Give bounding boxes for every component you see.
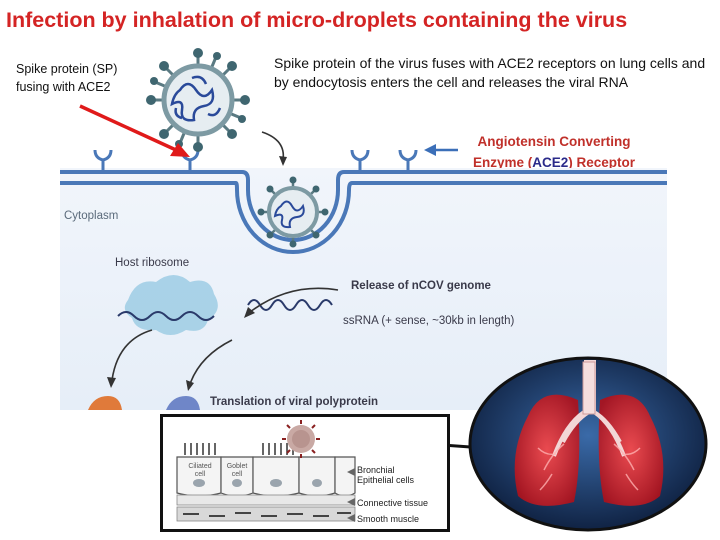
fusion-description: Spike protein of the virus fuses with AC… (274, 55, 706, 90)
tissue-inset: Ciliated cell Goblet cell Bronchial Epit… (160, 414, 450, 532)
bronchial-label-line-2: Epithelial cells (357, 475, 415, 485)
ciliated-cell-label: Ciliated cell (185, 463, 215, 479)
cytoplasm-label: Cytoplasm (64, 210, 119, 222)
entry-arrow (261, 131, 285, 161)
endocytosed-virus-icon (257, 176, 329, 248)
ace2-receptor-label: Angiotensin Converting Enzyme (ACE2) Rec… (456, 131, 652, 173)
ace2-label-acronym: ACE2 (532, 155, 569, 170)
host-ribosome-label: Host ribosome (115, 257, 190, 269)
diagram-title: Infection by inhalation of micro-droplet… (6, 8, 628, 32)
cell-membrane-inner (60, 181, 667, 254)
translation-arrow (111, 329, 153, 381)
epithelium-illustration (176, 420, 356, 522)
connective-tissue-label: Connective tissue (357, 498, 429, 508)
lungs-illustration (468, 356, 708, 532)
polyprotein-fragment-blue (166, 396, 200, 410)
ace2-label-line-1: Angiotensin Converting (477, 134, 631, 149)
polyprotein-fragment-orange (88, 396, 122, 410)
virus-on-epithelium-icon (282, 420, 320, 458)
ace2-label-prefix: Enzyme ( (472, 155, 533, 170)
release-arrow (249, 287, 339, 313)
goblet-label-line-1: Goblet (226, 463, 248, 470)
right-lung-icon (598, 394, 664, 506)
genome-release-label: Release of nCOV genome (351, 280, 491, 292)
ciliated-label-line-1: Ciliated (188, 463, 212, 470)
left-lung-icon (514, 394, 580, 506)
ace2-label-suffix: ) Receptor (568, 155, 636, 170)
goblet-cell-label: Goblet cell (223, 463, 251, 479)
spike-label-line-2: fusing with ACE2 (16, 80, 111, 94)
bronchial-epithelial-label: Bronchial Epithelial cells (357, 465, 414, 485)
spike-label-line-1: Spike protein (SP) (16, 62, 118, 76)
trachea-icon (552, 360, 626, 457)
virus-particle-icon (146, 48, 250, 152)
spike-protein-label: Spike protein (SP) fusing with ACE2 (16, 60, 166, 96)
goblet-label-line-2: cell (231, 471, 243, 478)
smooth-muscle-label: Smooth muscle (357, 514, 420, 524)
ssrna-label: ssRNA (+ sense, ~30kb in length) (343, 315, 515, 327)
ace2-label-line-2: Enzyme (ACE2) Receptor (456, 152, 652, 173)
ace2-receptor-icon (93, 149, 418, 172)
ciliated-label-line-2: cell (194, 471, 206, 478)
ssrna-strand (247, 299, 333, 311)
polyprotein-arrow (189, 339, 233, 385)
host-ribosome-icon (124, 275, 218, 335)
translation-label: Translation of viral polyprotein (210, 396, 379, 408)
bronchial-label-line-1: Bronchial (357, 465, 395, 475)
spike-pointer-arrow (79, 104, 177, 152)
